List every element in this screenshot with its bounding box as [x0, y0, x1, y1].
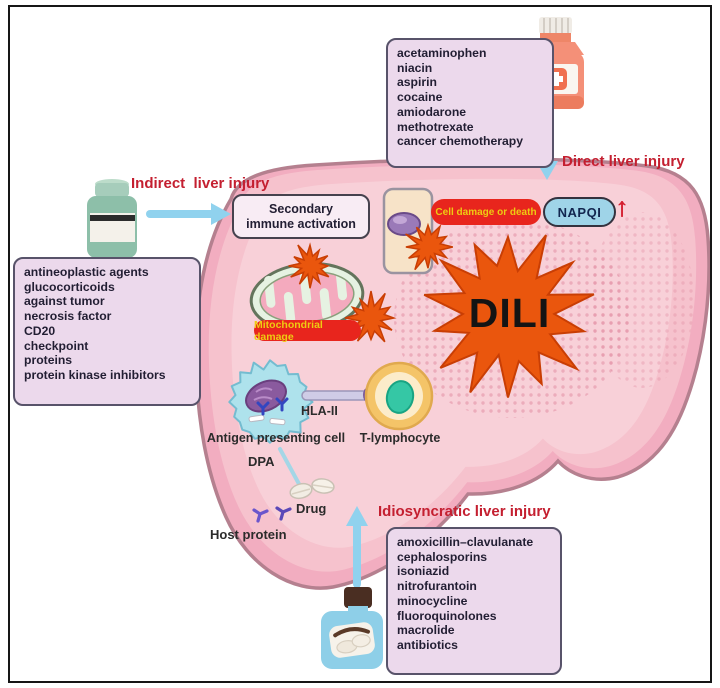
drug-list-item: niacin — [397, 60, 433, 75]
hla-ii-label: HLA-II — [301, 404, 338, 418]
drug-list-item: protein kinase inhibitors — [24, 367, 166, 382]
drug-label: Drug — [296, 501, 327, 516]
dpa-label: DPA — [248, 454, 275, 469]
receptor-icon — [256, 401, 270, 416]
t-lymphocyte-cell — [364, 361, 434, 431]
indirect-arrow — [146, 203, 231, 225]
secondary-immune-activation-box: Secondary immune activation — [232, 194, 370, 239]
blue-medicine-bottle-icon — [321, 587, 383, 669]
drug-list-item: glucocorticoids — [24, 279, 115, 294]
antigen-presenting-cell — [228, 359, 314, 444]
antigen-presenting-cell-label: Antigen presenting cell — [206, 431, 346, 445]
direct-liver-injury-heading: Direct liver injury — [562, 153, 685, 170]
dili-starburst — [423, 233, 595, 398]
drug-list-item: checkpoint — [24, 338, 89, 353]
drug-list-item: aspirin — [397, 75, 437, 90]
drug-list-item: fluoroquinolones — [397, 608, 497, 623]
drug-list-item: cancer chemotherapy — [397, 134, 523, 149]
host-protein-label: Host protein — [210, 527, 287, 542]
cell-damage-label: Cell damage or death — [431, 199, 541, 225]
drug-list-item: nitrofurantoin — [397, 579, 477, 594]
green-pill-bottle-icon — [87, 179, 137, 258]
drug-list-item: antineoplastic agents — [24, 265, 149, 279]
drug-list-item: cocaine — [397, 90, 443, 105]
drug-list-item: cephalosporins — [397, 549, 488, 564]
drug-list-item: isoniazid — [397, 564, 450, 579]
drug-list-item: against tumor — [24, 294, 105, 309]
drug-list-item: amiodarone — [397, 104, 467, 119]
idiosyncratic-liver-injury-heading: Idiosyncratic liver injury — [378, 503, 551, 520]
napqi-increase-arrow-icon: ↑ — [615, 192, 629, 222]
secondary-immune-line2: immune activation — [246, 216, 356, 231]
secondary-immune-line1: Secondary — [269, 202, 333, 216]
drug-list-item: amoxicillin–clavulanate — [397, 535, 534, 549]
drug-pills-icon — [289, 478, 335, 500]
t-lymphocyte-label: T-lymphocyte — [359, 431, 441, 445]
drug-list-item: CD20 — [24, 323, 56, 338]
drug-list-item: minocycline — [397, 593, 468, 608]
drug-list-item: necrosis factor — [24, 309, 112, 324]
napqi-badge: NAPQI — [543, 197, 616, 227]
mitochondrial-damage-label: Mitochondrial damage — [254, 319, 361, 343]
figure-border-frame — [8, 5, 712, 683]
drug-list-item: acetaminophen — [397, 46, 487, 60]
host-protein-icon — [275, 506, 292, 521]
halftone-texture — [590, 212, 694, 388]
dpa-drug-pathway — [252, 447, 335, 523]
drug-list-item: proteins — [24, 353, 73, 368]
damage-starbursts — [288, 222, 595, 398]
receptor-icon — [275, 397, 289, 412]
drug-list-item: antibiotics — [397, 637, 458, 652]
host-protein-icon — [252, 508, 269, 523]
drug-list-item: macrolide — [397, 623, 455, 638]
drug-list-item: methotrexate — [397, 119, 474, 134]
indirect-liver-injury-heading: Indirect liver injury — [131, 175, 270, 192]
dili-title: DILI — [468, 289, 551, 336]
idiosyncratic-arrow — [346, 506, 368, 588]
